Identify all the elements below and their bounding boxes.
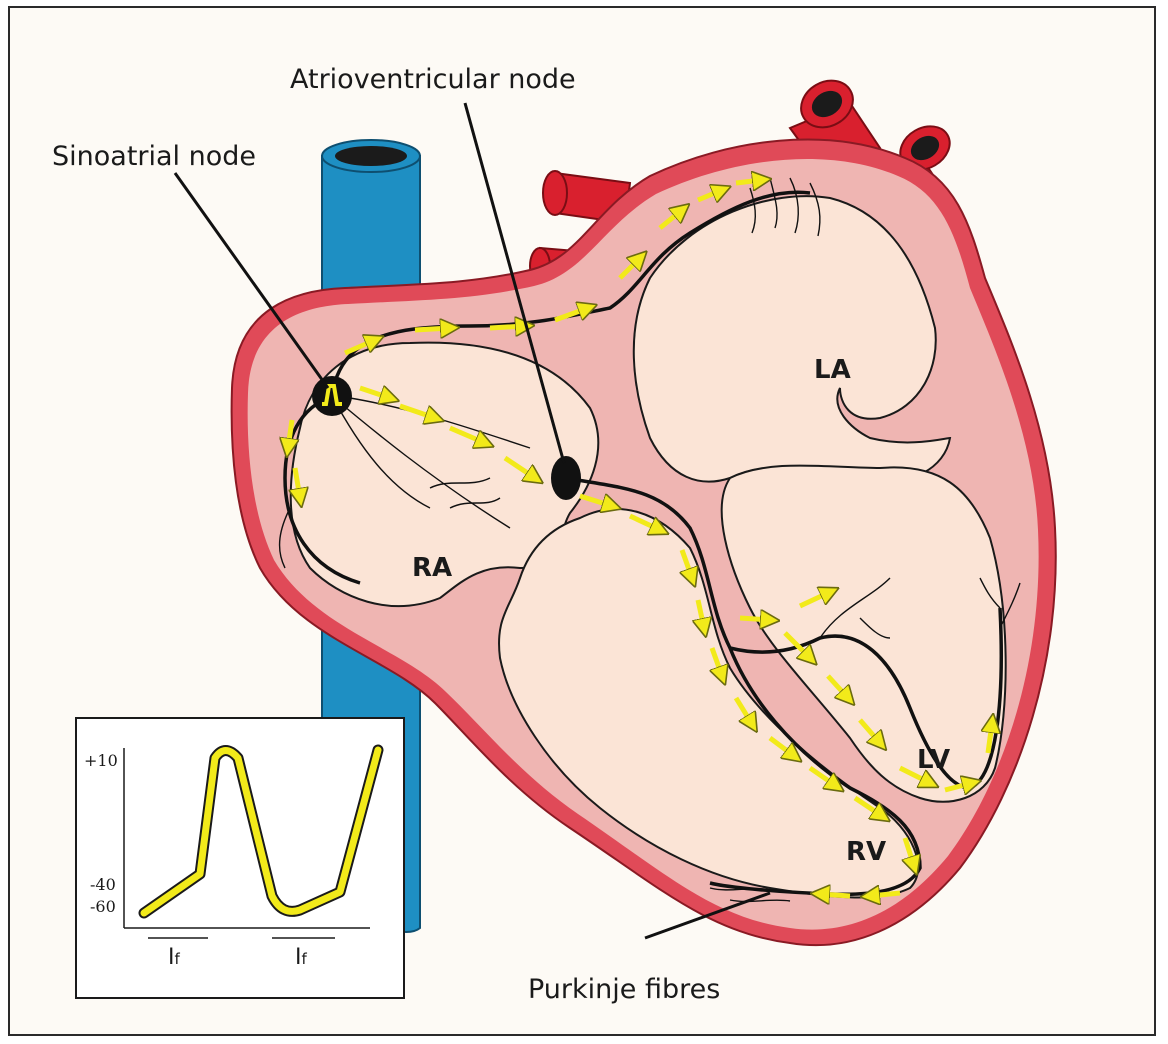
- sinoatrial-node-marker: [312, 376, 352, 416]
- left-atrium-label: LA: [814, 355, 851, 385]
- atrioventricular-node-label: Atrioventricular node: [290, 64, 576, 95]
- left-ventricle-label: LV: [917, 745, 950, 775]
- figure-frame: Sinoatrial node Atrioventricular node Pu…: [8, 6, 1156, 1036]
- y-tick-plus10: +10: [84, 751, 118, 770]
- atrioventricular-node-marker: [551, 456, 581, 500]
- sinoatrial-node-label: Sinoatrial node: [52, 141, 256, 172]
- y-tick-minus60: -60: [90, 897, 116, 916]
- y-tick-minus40: -40: [90, 875, 116, 894]
- purkinje-fibres-label: Purkinje fibres: [528, 974, 720, 1005]
- action-potential-inset: +10 -40 -60 If If: [76, 718, 404, 998]
- right-atrium-label: RA: [412, 553, 452, 583]
- right-ventricle-label: RV: [846, 837, 886, 867]
